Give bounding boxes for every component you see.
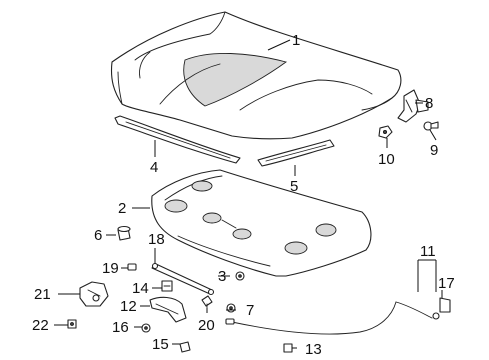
hinge-nut	[378, 125, 393, 139]
release-handle-bracket	[149, 296, 187, 323]
hood-panel	[110, 11, 402, 140]
callout-8: 8	[425, 95, 433, 112]
hood-insulator	[151, 169, 372, 277]
callout-4: 4	[150, 159, 158, 176]
callout-13: 13	[305, 341, 322, 358]
bumper-stop	[117, 225, 131, 241]
bolt-20	[201, 295, 213, 313]
leader-lines	[54, 39, 443, 349]
callout-10: 10	[378, 151, 395, 168]
callout-15: 15	[152, 336, 169, 353]
clip	[235, 271, 245, 281]
hood-hinge	[397, 89, 429, 123]
callout-3: 3	[218, 268, 226, 285]
callout-18: 18	[148, 231, 165, 248]
latch-bolt	[67, 319, 77, 329]
callout-7: 7	[246, 302, 254, 319]
callout-17: 17	[438, 275, 455, 292]
rear-seal-strip	[257, 139, 335, 167]
bolt-14	[161, 280, 173, 292]
callout-21: 21	[34, 286, 51, 303]
callout-11: 11	[420, 243, 436, 260]
callout-19: 19	[102, 260, 119, 277]
callout-1: 1	[292, 32, 300, 49]
callout-20: 20	[198, 317, 215, 334]
callout-12: 12	[120, 298, 137, 315]
hinge-bolt	[423, 121, 439, 131]
front-seal-strip	[114, 115, 241, 164]
prop-rod	[151, 262, 215, 296]
callout-labels: 1 2 3 4 5 6 7 8 9 10 11 12 13 14 15 16 1…	[32, 32, 455, 358]
callout-9: 9	[430, 142, 438, 159]
prop-rod-clip	[127, 263, 137, 271]
callout-6: 6	[94, 227, 102, 244]
fastener-15	[179, 341, 191, 353]
release-cable	[225, 301, 433, 335]
callout-16: 16	[112, 319, 129, 336]
hood-latch	[79, 281, 109, 307]
callout-14: 14	[132, 280, 149, 297]
cable-clip-13	[283, 343, 293, 353]
callout-2: 2	[118, 200, 126, 217]
cable-end-17	[432, 297, 451, 320]
callout-5: 5	[290, 178, 298, 195]
nut-16	[141, 323, 151, 333]
nut-7	[226, 303, 236, 313]
callout-22: 22	[32, 317, 49, 334]
